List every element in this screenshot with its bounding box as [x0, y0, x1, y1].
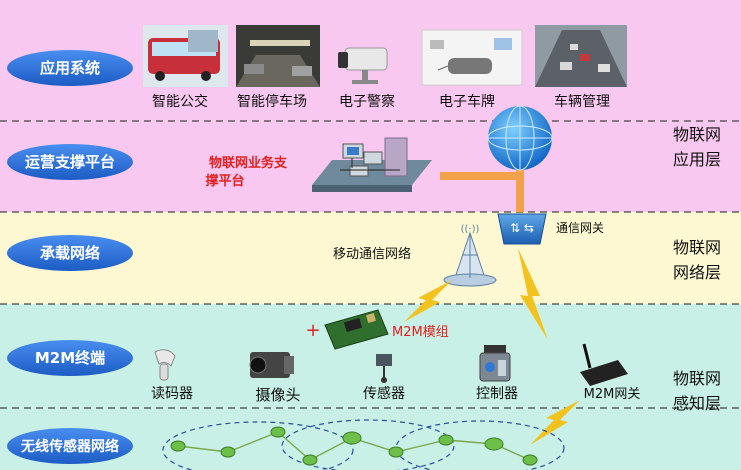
- network-layer-label-line1: 物联网: [673, 238, 721, 257]
- controller-device-icon: [479, 345, 511, 382]
- terminal-caption: 传感器: [363, 385, 405, 402]
- internet-globe-icon: [487, 105, 553, 171]
- app-caption: 智能公交: [152, 93, 208, 110]
- platform-caption-line2: 撑平台: [205, 173, 244, 189]
- wireless-link-lightning: [404, 248, 580, 445]
- sensor-network-nodes: [170, 426, 538, 466]
- traffic-photo-icon: [535, 25, 627, 87]
- cell-tower-icon: ((·)): [443, 224, 497, 287]
- server-platform-icon: [312, 137, 432, 192]
- sensor-network-clusters: [162, 419, 565, 470]
- plus-sign: +: [305, 320, 320, 341]
- terminal-caption: 读码器: [151, 385, 193, 402]
- layer-pill-network: 承载网络: [7, 235, 133, 271]
- app-layer-label-line2: 应用层: [673, 150, 721, 169]
- layer-pill-label: 应用系统: [40, 59, 100, 77]
- svg-text:((·)): ((·)): [461, 224, 480, 235]
- m2m-module-label: M2M模组: [392, 325, 449, 340]
- app-caption: 电子警察: [339, 93, 395, 110]
- layer-pill-sensor-network: 无线传感器网络: [7, 428, 133, 464]
- app-layer-label-line1: 物联网: [673, 125, 721, 144]
- terminal-caption: 控制器: [476, 386, 518, 402]
- svg-text:⇅ ⇆: ⇅ ⇆: [510, 221, 534, 235]
- app-caption: 车辆管理: [554, 93, 610, 110]
- layer-pill-label: 承载网络: [40, 244, 100, 262]
- sensor-device-icon: [376, 354, 392, 383]
- app-caption: 智能停车场: [237, 93, 307, 110]
- sensor-network-links: [177, 431, 531, 461]
- perception-layer-label-line1: 物联网: [673, 369, 721, 388]
- gateway-label: 通信网关: [556, 221, 604, 235]
- layer-separators: [0, 120, 741, 409]
- terminal-caption: 摄像头: [255, 386, 300, 404]
- connection-pipe: [440, 140, 524, 212]
- layer-pill-label: M2M终端: [35, 349, 105, 367]
- layer-pill-applications: 应用系统: [7, 50, 133, 86]
- barcode-scanner-icon: [154, 349, 176, 381]
- gateway-icon: ⇅ ⇆: [497, 213, 547, 245]
- app-caption: 电子车牌: [439, 93, 495, 110]
- cctv-camera-icon: [249, 352, 294, 378]
- terminal-caption: M2M网关: [584, 387, 641, 402]
- layer-pill-platform: 运营支撑平台: [7, 144, 133, 180]
- police-camera-photo-icon: [338, 47, 388, 84]
- plate-diagram-icon: [421, 29, 523, 86]
- layer-pill-label: 运营支撑平台: [25, 153, 115, 171]
- mobile-network-label: 移动通信网络: [333, 246, 411, 262]
- m2m-module-icon: [324, 309, 389, 350]
- layer-pill-terminals: M2M终端: [7, 340, 133, 376]
- network-layer-label-line2: 网络层: [673, 263, 721, 282]
- layer-pill-label: 无线传感器网络: [20, 438, 119, 455]
- bus-photo-icon: [143, 25, 228, 87]
- platform-caption-line1: 物联网业务支: [209, 155, 288, 171]
- parking-photo-icon: [236, 25, 320, 87]
- perception-layer-label-line2: 感知层: [673, 394, 721, 413]
- m2m-gateway-router-icon: [580, 343, 628, 386]
